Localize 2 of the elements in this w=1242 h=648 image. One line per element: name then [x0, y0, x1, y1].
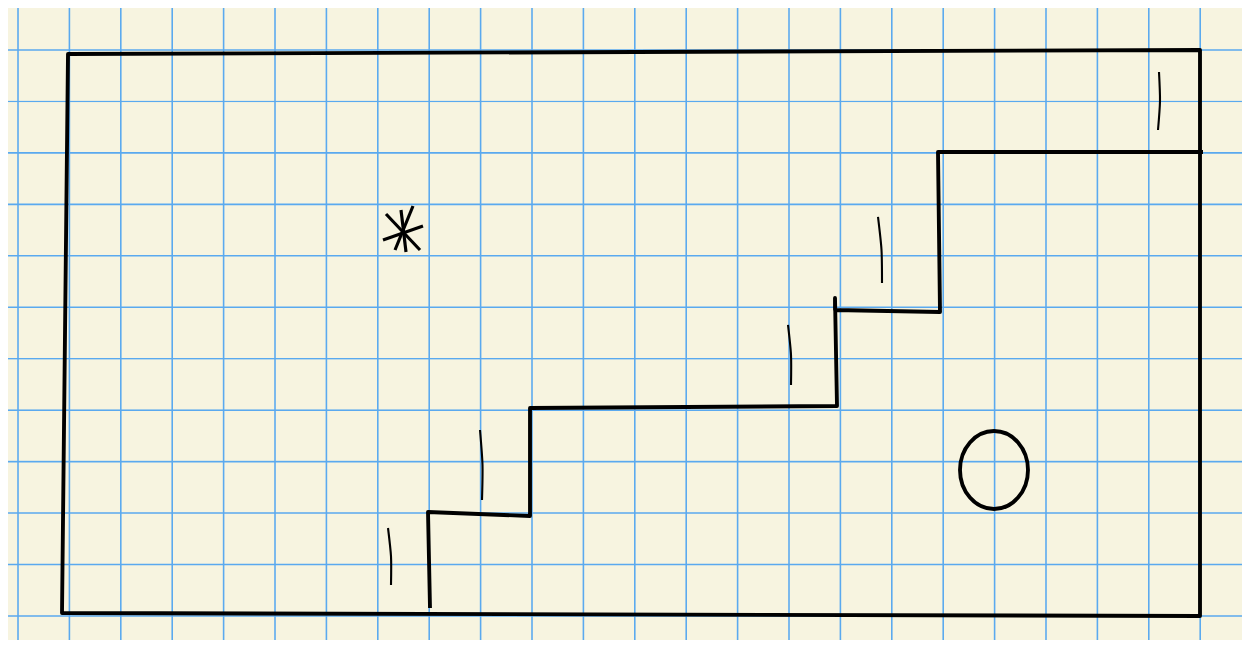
- circle-mark: [958, 429, 1030, 511]
- asterisk-mark: [382, 205, 424, 253]
